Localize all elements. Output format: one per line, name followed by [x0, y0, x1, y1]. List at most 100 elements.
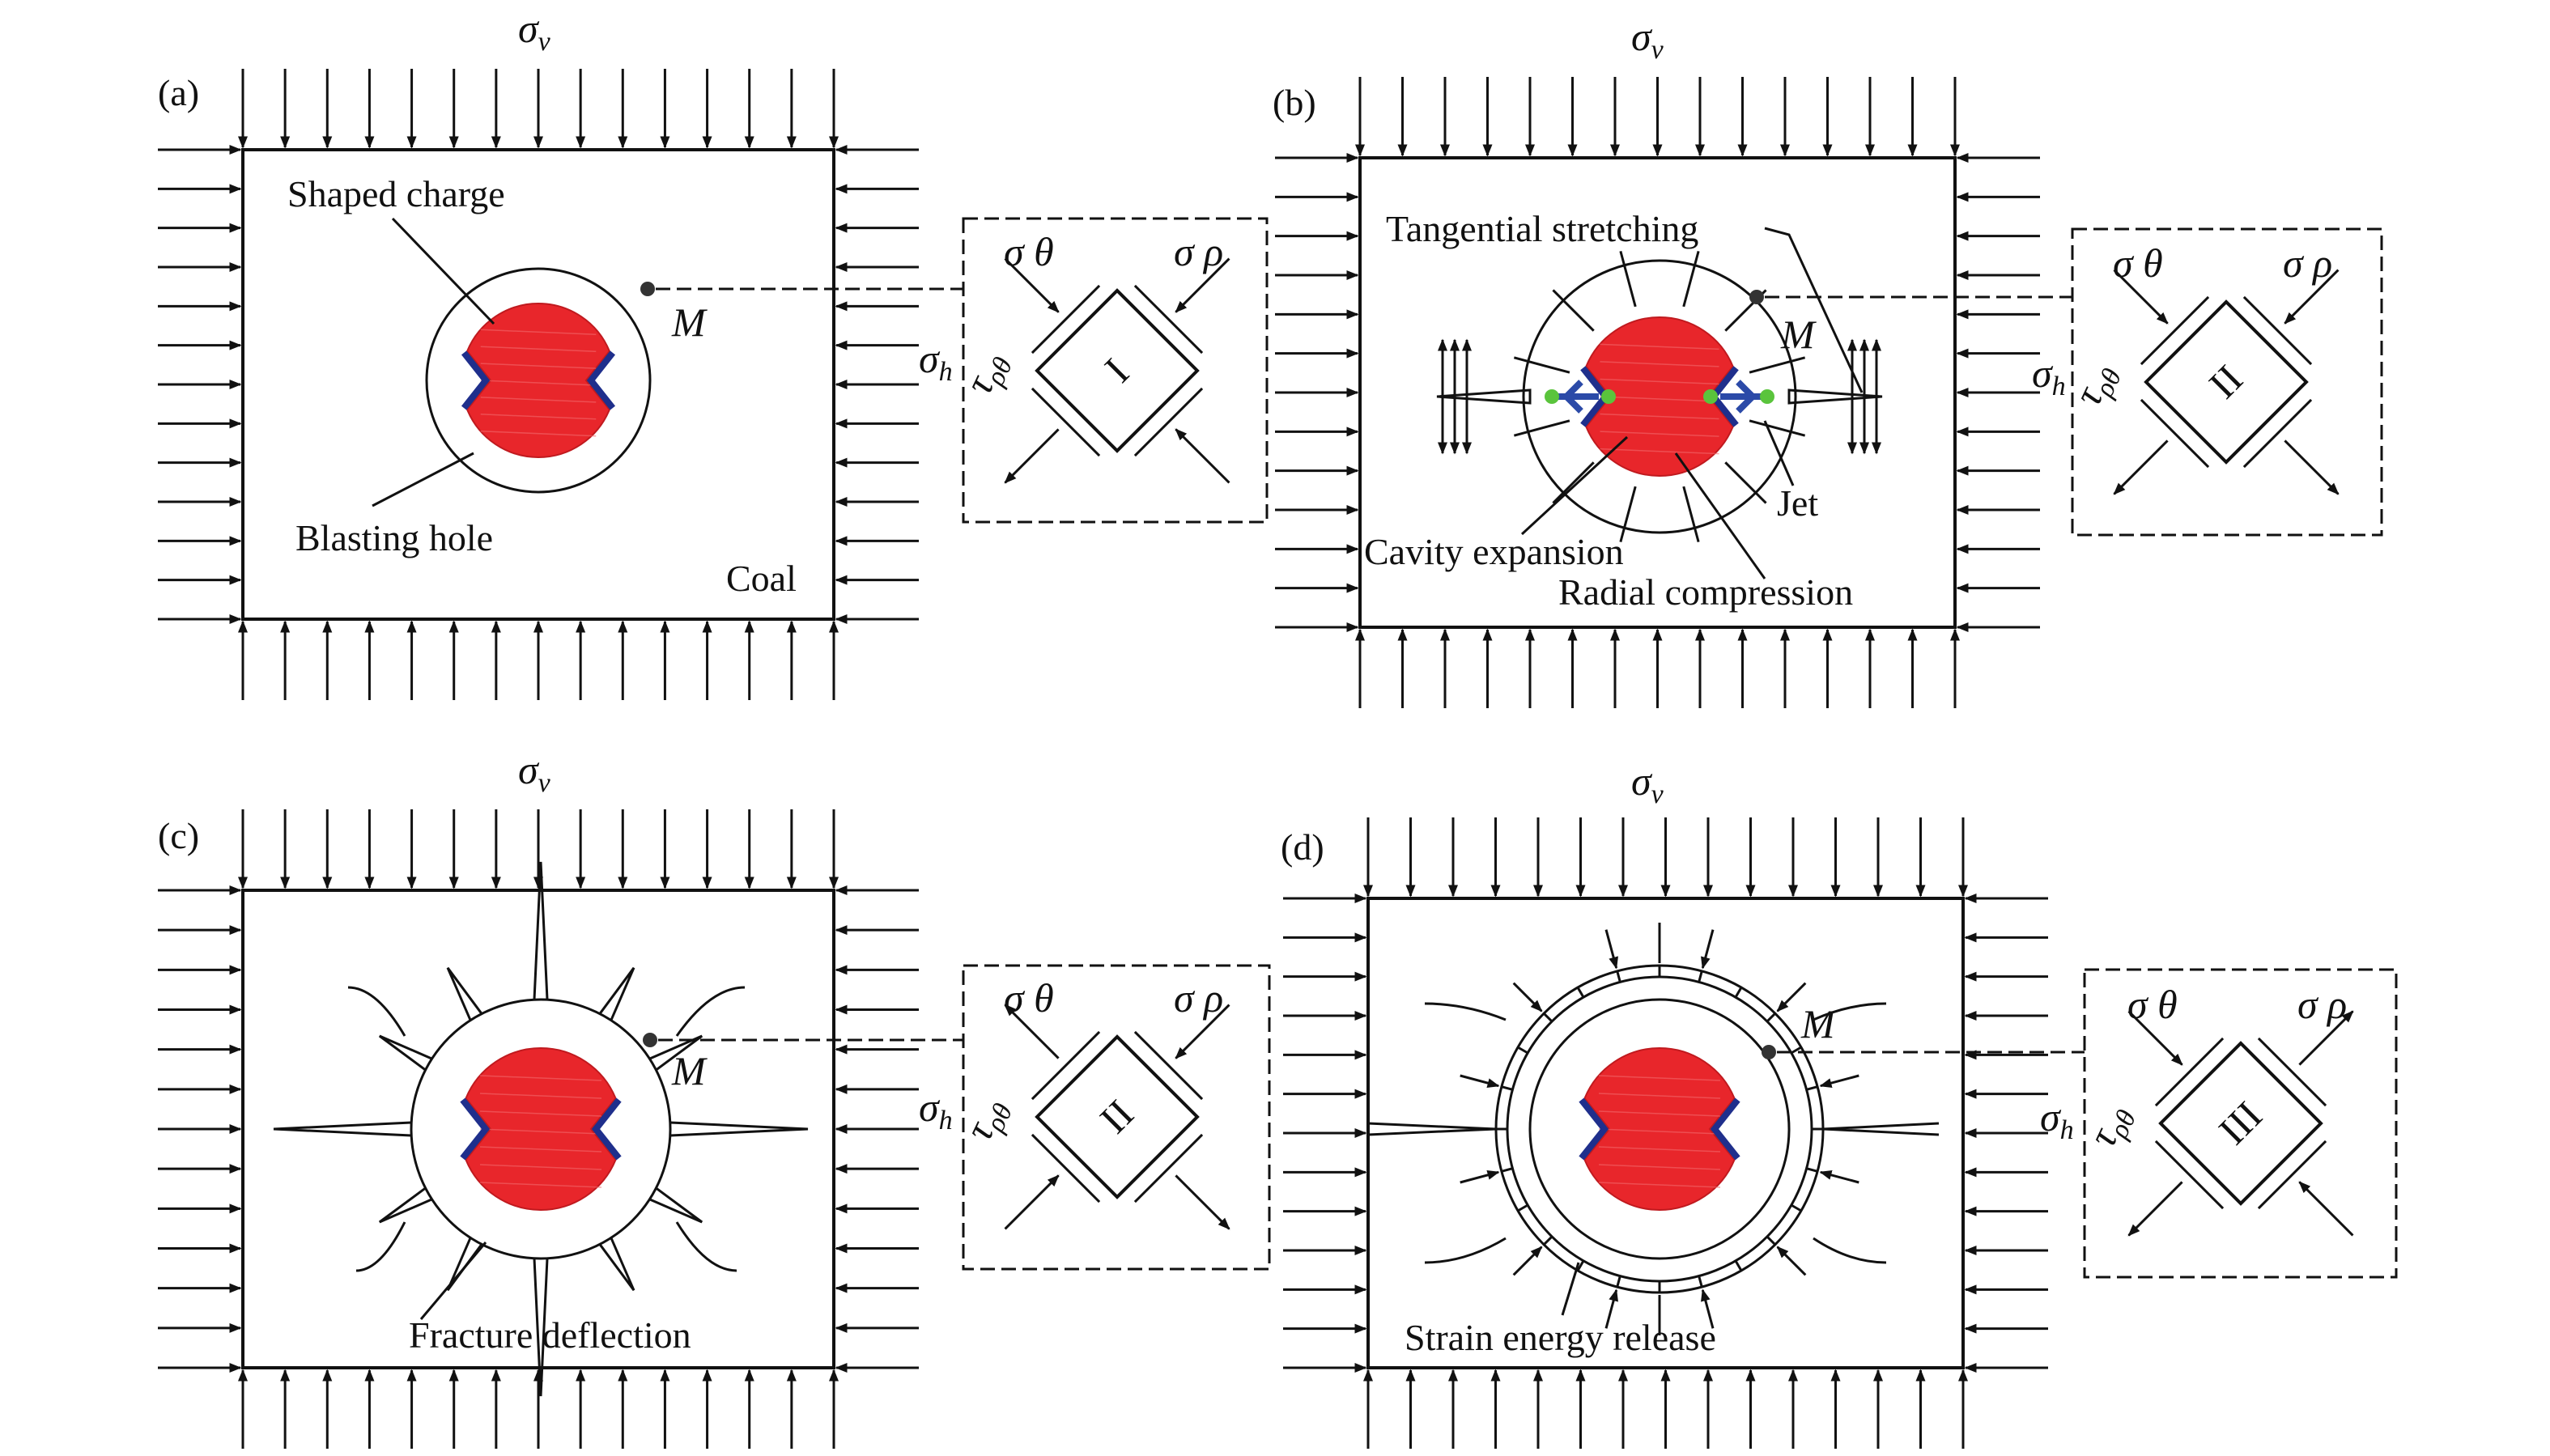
stress-element [2127, 1010, 2354, 1237]
strain-label: Strain energy release [1405, 1317, 1716, 1358]
point-m [640, 282, 655, 296]
coal-block [1358, 156, 1957, 629]
jets [1545, 380, 1774, 414]
tangential-stretch-arrows [1436, 338, 1883, 455]
normal-stress-arrow-out [2127, 1181, 2183, 1237]
element-box [2083, 968, 2398, 1279]
charge-texture [1598, 1146, 1721, 1152]
charge-texture [1600, 361, 1719, 367]
jet-blue [1558, 380, 1599, 414]
vertical-load-arrows-bottom [1363, 1369, 1968, 1449]
sigma-v-label: σv [518, 747, 551, 798]
ring-crack-branch [1813, 1237, 1887, 1264]
sigma-theta-label: σ θ [1004, 975, 1054, 1021]
shear-bar [1133, 1133, 1204, 1203]
deflected-fracture [347, 986, 406, 1037]
jet-green-right [1545, 389, 1559, 404]
ring-segment [1806, 1085, 1818, 1091]
tau-label: τρθ [955, 1090, 1019, 1149]
crack-left [1436, 388, 1532, 405]
normal-stress-arrow-in [1004, 1174, 1060, 1230]
ring-crack-branch [1813, 1002, 1887, 1021]
coal-block [241, 148, 835, 621]
radial-label: Radial compression [1558, 571, 1853, 613]
ring-segment [1543, 1012, 1553, 1023]
charge-texture [479, 1182, 602, 1188]
horizontal-load-arrows-left [158, 885, 242, 1373]
fracture [533, 861, 549, 1000]
cavity-label: Cavity expansion [1364, 531, 1624, 572]
liner-left [460, 1097, 491, 1161]
charge-texture [480, 397, 597, 403]
element-box [2071, 227, 2383, 537]
charge-texture [1598, 1110, 1721, 1117]
leader-fracture [419, 1242, 487, 1320]
sigma-h-label: σh [2040, 1094, 2074, 1145]
normal-stress-arrow-out [2298, 1010, 2354, 1066]
shear-bar [1031, 387, 1101, 457]
fracture [533, 1258, 549, 1397]
charge-texture [479, 1093, 602, 1099]
deflected-fracture [675, 1221, 737, 1272]
charge-texture [479, 1110, 602, 1117]
sigma-h-label: σh [2032, 350, 2066, 401]
horizontal-load-arrows-right [1964, 894, 2048, 1373]
charge-texture [1598, 1075, 1721, 1081]
panel-label: (c) [158, 815, 199, 856]
charge-texture [1598, 1093, 1721, 1099]
normal-stress-arrow-in [1004, 257, 1060, 313]
crack-right [1787, 388, 1883, 405]
radial-tick [1552, 461, 1595, 504]
ring-segment [1806, 1167, 1818, 1173]
charge-texture [480, 380, 597, 386]
element-box [962, 217, 1269, 524]
leader-blasting-hole [372, 452, 474, 507]
radial-tick [1682, 486, 1700, 543]
normal-stress-arrow-in [1175, 428, 1230, 484]
point-m [1749, 290, 1764, 304]
shear-bar [1133, 284, 1204, 354]
shear-bar [1133, 387, 1204, 457]
ring-segment [1766, 1235, 1776, 1246]
ring-segment [1698, 970, 1703, 983]
horizontal-load-arrows-left [1283, 894, 1367, 1373]
ring-segment [1501, 1085, 1513, 1091]
ring-segment [1543, 1235, 1553, 1246]
charge-texture [1598, 1164, 1721, 1170]
fracture [598, 966, 635, 1021]
normal-stress-arrow-in [1175, 1004, 1230, 1059]
stress-element [2113, 269, 2340, 495]
tau-label: τρθ [955, 344, 1019, 403]
long-crack-left [1367, 1122, 1497, 1136]
shear-bar [2257, 1140, 2327, 1210]
ring-segment [1698, 1276, 1703, 1288]
normal-stress-arrow-in [2113, 269, 2169, 325]
vertical-load-arrows-top [238, 69, 839, 149]
point-m-label: M [1780, 312, 1817, 357]
shear-bar [1031, 284, 1101, 354]
horizontal-load-arrows-right [835, 145, 919, 624]
point-m [643, 1033, 657, 1047]
ring-segment [1517, 1046, 1528, 1055]
sigma-theta-label: σ θ [2113, 240, 2163, 286]
fracture [378, 1034, 433, 1072]
leader-jet [1763, 420, 1795, 486]
charge-texture [1600, 343, 1719, 350]
ring-segment [1734, 1260, 1743, 1271]
charge-texture [1600, 448, 1719, 455]
normal-stress-arrow-in [1175, 257, 1230, 313]
fracture [648, 1186, 703, 1224]
blasting-hole [1528, 998, 1791, 1260]
ring-crack-branch [1424, 1002, 1507, 1021]
normal-stress-arrow-out [2284, 439, 2340, 495]
point-m [1762, 1045, 1776, 1059]
stress-element [1004, 257, 1230, 484]
ring-segment [1791, 1203, 1802, 1212]
sigma-h-label: σh [919, 1085, 953, 1136]
shear-bar [1031, 1133, 1101, 1203]
shaped-charge [461, 303, 616, 458]
tangential-label: Tangential stretching [1386, 208, 1698, 249]
shear-bar [2242, 398, 2313, 469]
liner-right [1710, 1097, 1740, 1161]
radial-fractures [273, 861, 809, 1397]
